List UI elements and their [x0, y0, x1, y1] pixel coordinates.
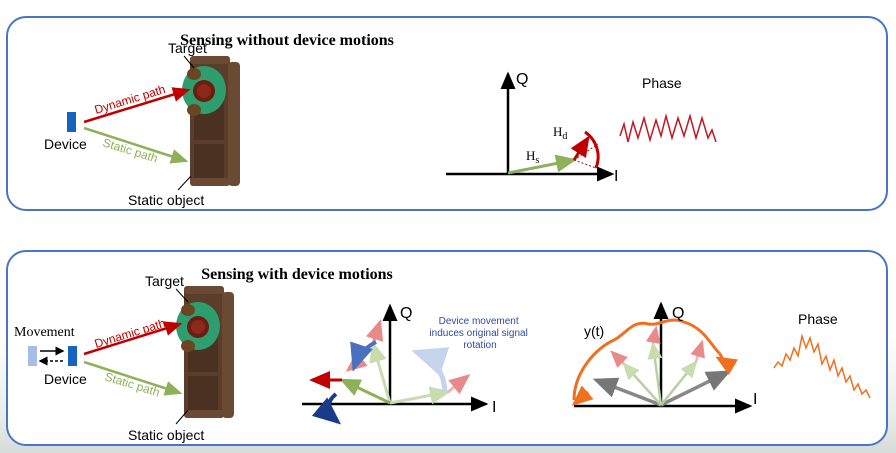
yt-label: y(t): [584, 323, 604, 339]
static-path-arrow: [83, 360, 183, 396]
dynamic-path-arrow: [83, 87, 191, 124]
iq-plot: [446, 71, 615, 182]
hd-vector: [570, 135, 590, 161]
rotation-arrow-blue: [350, 340, 377, 372]
rotation-arrow-dark: [311, 392, 342, 425]
target-label: Target: [168, 40, 207, 56]
movement-label: Movement: [14, 325, 75, 340]
top-diagram: Target Device Dynamic path Static path S…: [44, 40, 717, 208]
i-axis-label: I: [614, 168, 618, 185]
target-person: [176, 302, 220, 352]
hs-vector: [507, 154, 577, 175]
dynamic-path-label: Dynamic path: [93, 316, 167, 351]
rotated-static-vector: [339, 378, 391, 405]
phase-waveform: [619, 113, 717, 143]
hd-label: Hd: [553, 124, 567, 142]
annotation-text: Device movement induces original signal …: [429, 316, 530, 351]
q-axis-left-label: Q: [400, 305, 412, 322]
device-icon: [68, 346, 77, 366]
static-object-pointer: [177, 175, 192, 191]
rotation-arc: [584, 130, 600, 169]
hs-label: Hs: [526, 148, 539, 166]
phase-label: Phase: [642, 75, 682, 91]
i-axis-right-label: I: [753, 391, 757, 408]
static-path-label: Static path: [103, 369, 161, 399]
panel-title: Sensing with device motions: [201, 266, 393, 283]
dynamic-path-arrow: [83, 321, 183, 356]
iq-plot-right: [571, 301, 753, 414]
panel-without-motion: Sensing without device motions Target: [6, 16, 888, 211]
static-path-label: Static path: [101, 135, 159, 165]
static-path-arrow: [83, 126, 189, 164]
device-label: Device: [44, 371, 87, 387]
panel-title: Sensing without device motions: [180, 32, 394, 49]
rotation-arrow-light: [411, 347, 450, 393]
i-axis-left-label: I: [492, 399, 496, 416]
device-label: Device: [44, 136, 87, 152]
target-person: [182, 66, 226, 116]
device-icon: [67, 112, 76, 132]
panel-with-motion: Sensing with device motions: [6, 250, 888, 446]
phase-waveform: [773, 333, 871, 399]
static-object-label: Static object: [128, 427, 204, 443]
target-pointer: [175, 288, 189, 303]
static-object-label: Static object: [128, 192, 204, 208]
yt-trajectory: [572, 318, 739, 401]
q-axis-right-label: Q: [672, 305, 684, 322]
target-label: Target: [145, 273, 184, 289]
static-object-pointer: [175, 409, 189, 425]
bottom-diagram: Target Movement Device Dynamic path Stat…: [14, 273, 871, 443]
q-axis-label: Q: [516, 71, 528, 88]
device-ghost-icon: [28, 346, 37, 366]
target-pointer: [183, 55, 195, 69]
phase-label: Phase: [798, 311, 838, 327]
iq-plot-left: [302, 303, 489, 425]
